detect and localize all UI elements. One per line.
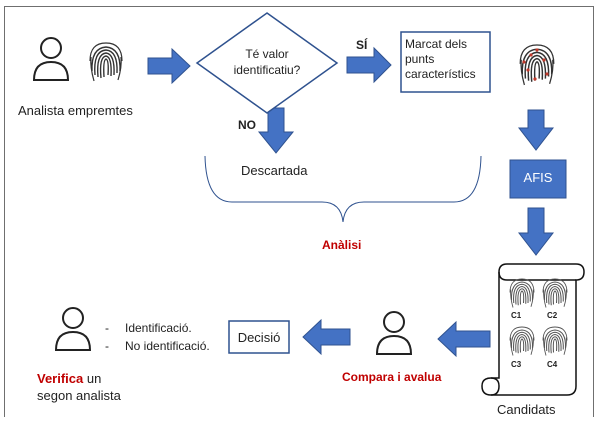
arrow-yes — [346, 46, 392, 84]
no-label: NO — [238, 118, 256, 132]
decision-box-label: Decisió — [237, 330, 281, 345]
outcome-dash-1: - — [105, 321, 109, 335]
marking-line1: Marcat dels — [405, 37, 468, 51]
analysis-label: Anàlisi — [322, 238, 362, 252]
candidates-label: Candidats — [497, 402, 556, 417]
verify-rest1: un — [83, 371, 102, 386]
analyst-fingerprint-icon — [89, 42, 123, 82]
afis-label: AFIS — [523, 170, 553, 185]
outcome-dash-2: - — [105, 339, 109, 353]
arrow-afis-to-candidates — [517, 207, 555, 256]
outcome-identification: Identificació. — [125, 321, 192, 335]
frame-border — [4, 6, 594, 417]
yes-label: SÍ — [356, 38, 368, 52]
discarded-label: Descartada — [241, 163, 308, 178]
flow-arrows — [147, 46, 555, 358]
arrow-no — [257, 107, 295, 154]
decision-line2: identificatiu? — [233, 63, 301, 77]
candidate-c1: C1 — [511, 311, 522, 320]
afis-box — [509, 159, 567, 199]
marking-line3: característics — [405, 67, 476, 81]
verifier-person-icon — [55, 307, 91, 351]
decision-box — [228, 320, 290, 354]
verify-highlight: Verifica — [37, 371, 84, 386]
verify-line2: segon analista — [37, 388, 121, 403]
decision-line1: Té valor — [245, 47, 289, 61]
candidates-scroll — [481, 263, 585, 396]
analyst-person-icon — [33, 37, 69, 81]
arrow-candidates-to-compare — [437, 320, 491, 358]
minutiae-points — [522, 48, 549, 81]
arrow-compare-to-decision — [302, 318, 351, 356]
arrow-marking-to-afis — [517, 109, 555, 151]
outcome-no-identification: No identificació. — [125, 339, 210, 353]
marking-line2: punts — [405, 52, 435, 66]
candidate-c4: C4 — [547, 360, 558, 369]
decision-diamond — [195, 12, 339, 114]
candidate-c2: C2 — [547, 311, 558, 320]
candidate-c3: C3 — [511, 360, 522, 369]
analysis-brace — [204, 155, 482, 223]
analyst-label: Analista empremtes — [18, 103, 133, 118]
arrow-analyst-to-decision — [147, 47, 191, 85]
marking-box — [400, 31, 491, 93]
verify-line1: Verifica un — [37, 371, 101, 386]
compare-label: Compara i avalua — [342, 370, 442, 384]
compare-person-icon — [376, 311, 412, 355]
